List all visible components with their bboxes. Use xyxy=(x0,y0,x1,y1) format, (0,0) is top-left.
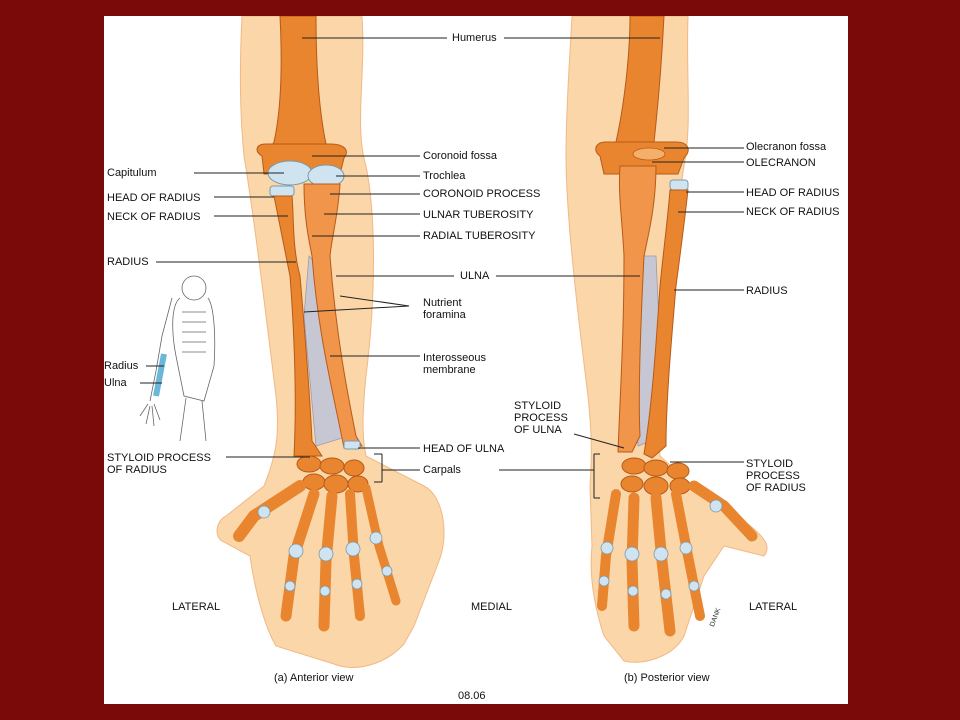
figure-number: 08.06 xyxy=(458,690,486,702)
label-inset-ulna: Ulna xyxy=(104,377,127,389)
posterior-carpals xyxy=(620,457,691,496)
inset-skeleton xyxy=(139,275,216,442)
label-ulnar-tuberosity: ULNAR TUBEROSITY xyxy=(423,209,534,221)
label-neck-of-radius-posterior: NECK OF RADIUS xyxy=(746,206,840,218)
posterior-joints xyxy=(598,499,723,600)
label-styloid-process-of-ulna: STYLOID PROCESS OF ULNA xyxy=(514,400,568,436)
label-styloid-process-of-radius-posterior: STYLOID PROCESS OF RADIUS xyxy=(746,458,806,494)
label-olecranon: OLECRANON xyxy=(746,157,816,169)
caption-posterior-view: (b) Posterior view xyxy=(624,672,710,684)
posterior-ulna xyxy=(617,165,657,453)
anterior-joints xyxy=(257,505,393,597)
label-lateral-right: LATERAL xyxy=(749,601,798,613)
label-coronoid-process: CORONOID PROCESS xyxy=(423,188,541,200)
forearm-illustration xyxy=(139,16,768,668)
posterior-radius xyxy=(643,189,689,459)
label-carpals: Carpals xyxy=(423,464,461,476)
label-nutrient-foramina: Nutrient foramina xyxy=(423,297,466,321)
posterior-olecranon-fossa xyxy=(632,147,666,161)
label-interosseous-membrane: Interosseous membrane xyxy=(423,352,486,376)
label-styloid-process-of-radius-anterior: STYLOID PROCESS OF RADIUS xyxy=(107,452,211,476)
label-capitulum: Capitulum xyxy=(107,167,157,179)
label-head-of-radius-anterior: HEAD OF RADIUS xyxy=(107,192,201,204)
label-medial: MEDIAL xyxy=(471,601,512,613)
inset-forearm-highlight xyxy=(153,353,167,397)
label-trochlea: Trochlea xyxy=(423,170,466,182)
label-head-of-ulna: HEAD OF ULNA xyxy=(423,443,505,455)
anterior-head-of-ulna xyxy=(343,440,361,450)
label-neck-of-radius-anterior: NECK OF RADIUS xyxy=(107,211,201,223)
label-humerus: Humerus xyxy=(452,32,497,44)
posterior-arm xyxy=(565,16,768,663)
caption-anterior-view: (a) Anterior view xyxy=(274,672,354,684)
label-head-of-radius-posterior: HEAD OF RADIUS xyxy=(746,187,840,199)
label-coronoid-fossa: Coronoid fossa xyxy=(423,150,497,162)
posterior-head-of-radius xyxy=(669,179,689,191)
leader-lines xyxy=(140,37,744,499)
label-olecranon-fossa: Olecranon fossa xyxy=(746,141,827,153)
label-inset-radius: Radius xyxy=(104,360,139,372)
label-radial-tuberosity: RADIAL TUBEROSITY xyxy=(423,230,536,242)
label-radius-anterior: RADIUS xyxy=(107,256,149,268)
figure-panel: Humerus Coronoid fossa Trochlea CORONOID… xyxy=(104,16,848,704)
label-radius-posterior: RADIUS xyxy=(746,285,788,297)
anterior-arm xyxy=(216,16,445,668)
label-ulna: ULNA xyxy=(460,270,490,282)
label-lateral-left: LATERAL xyxy=(172,601,221,613)
anterior-head-of-radius xyxy=(269,185,295,197)
anterior-radius xyxy=(273,195,323,457)
